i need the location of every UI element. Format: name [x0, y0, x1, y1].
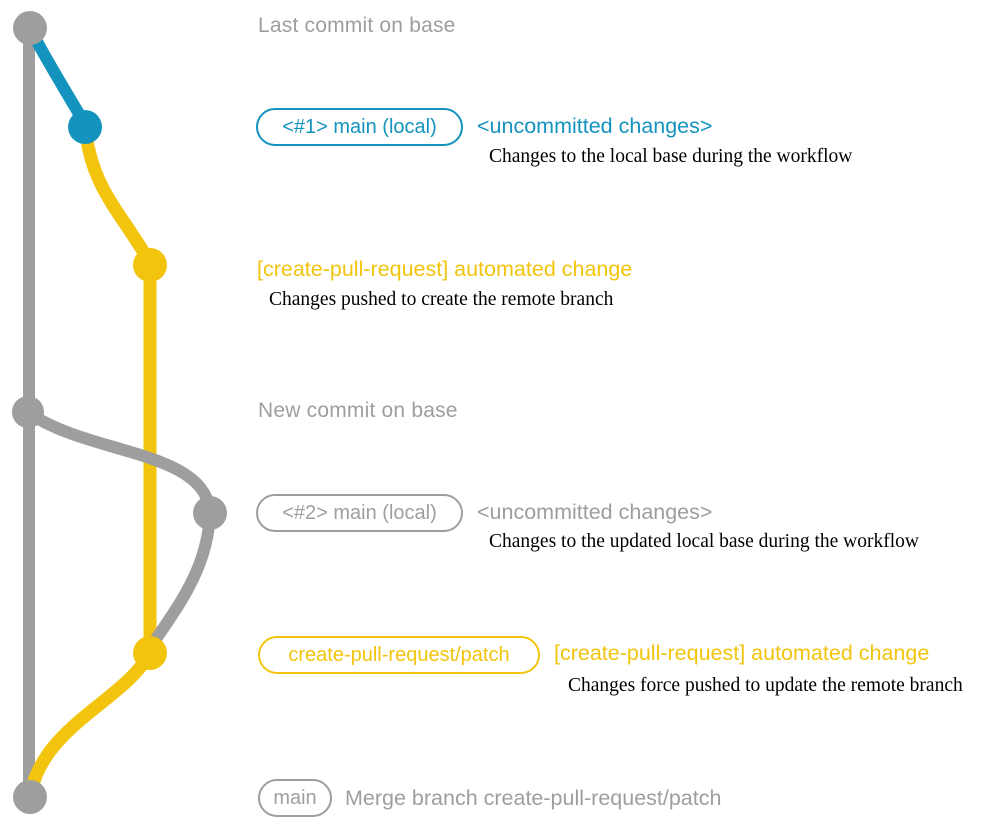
uncommitted-changes-note-2: Changes to the updated local base during… — [489, 531, 919, 552]
branch-pill-main-local-1: <#1> main (local) — [256, 108, 463, 146]
uncommitted-changes-title-1: <uncommitted changes> — [477, 114, 713, 138]
branch-pill-main: main — [258, 779, 332, 817]
branch-pill-main-local-2: <#2> main (local) — [256, 494, 463, 532]
commit-dot-pr-2 — [133, 636, 167, 670]
automated-change-note-2: Changes force pushed to update the remot… — [568, 675, 963, 696]
base-update-curve — [23, 407, 216, 518]
last-commit-heading: Last commit on base — [258, 14, 456, 37]
uncommitted-changes-note-1: Changes to the local base during the wor… — [489, 146, 853, 167]
commit-dot-merge — [13, 780, 47, 814]
automated-change-note-1: Changes pushed to create the remote bran… — [269, 289, 614, 310]
uncommitted-changes-title-2: <uncommitted changes> — [477, 500, 713, 524]
commit-dot-main-local-1 — [68, 110, 102, 144]
new-commit-heading: New commit on base — [258, 399, 458, 422]
commit-dot-base-new — [12, 396, 44, 428]
commit-dot-main-local-2 — [193, 496, 227, 530]
main-local-branch-1-curve — [25, 24, 91, 130]
git-graph — [12, 11, 227, 814]
merge-branch-title: Merge branch create-pull-request/patch — [345, 786, 722, 810]
commit-dot-pr-1 — [133, 248, 167, 282]
pr-branch-merge-curve — [24, 646, 157, 799]
pr-branch-line — [78, 120, 157, 660]
branch-pill-create-pull-request-patch: create-pull-request/patch — [258, 636, 540, 674]
automated-change-title-1: [create-pull-request] automated change — [257, 257, 633, 281]
commit-dot-base-top — [13, 11, 47, 45]
automated-change-title-2: [create-pull-request] automated change — [554, 641, 930, 665]
main-local-branch-2-curve — [146, 507, 216, 651]
